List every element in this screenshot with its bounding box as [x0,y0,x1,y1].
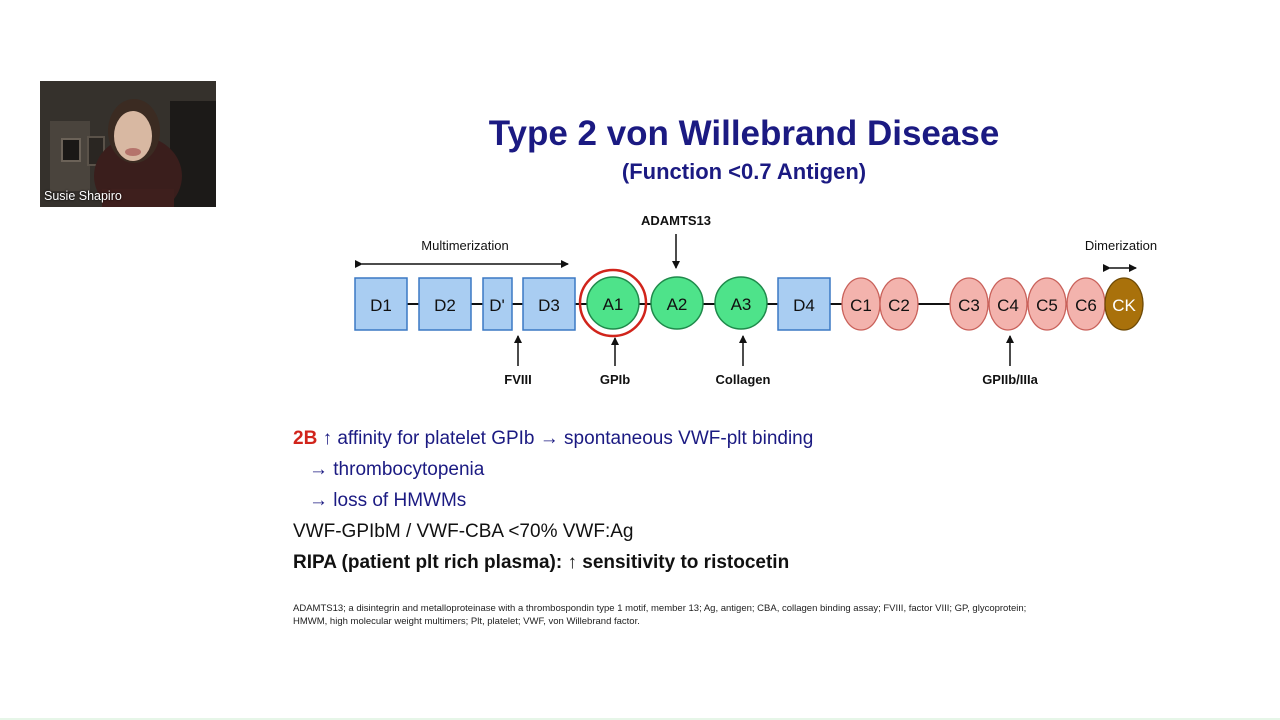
domain-c6-label: C6 [1075,296,1097,315]
domain-a1-label: A1 [603,295,624,314]
domain-a2-label: A2 [667,295,688,314]
adamts13-label: ADAMTS13 [641,213,711,228]
domain-c4-label: C4 [997,296,1019,315]
participant-video-feed [40,81,216,207]
bullet-2b-text: ↑ affinity for platelet GPIb → spontaneo… [322,428,814,449]
multimerization-label: Multimerization [421,238,508,253]
domain-d-prime-label: D' [489,296,505,315]
domain-d1 [354,277,408,331]
slide-subtitle: (Function <0.7 Antigen) [621,159,867,184]
domain-a3 [714,276,768,330]
gpib-label: GPIb [600,372,630,387]
bullet-vwf-ratio: VWF-GPIbM / VWF-CBA <70% VWF:Ag [293,521,634,542]
bottom-edge-bar [0,718,1280,720]
domain-c5-label: C5 [1036,296,1058,315]
domain-c3-label: C3 [958,296,980,315]
domain-d2-label: D2 [434,296,456,315]
domain-d4-label: D4 [793,296,815,315]
domain-c5 [1027,277,1067,331]
domain-d3-label: D3 [538,296,560,315]
domain-c1-label: C1 [850,296,872,315]
fviii-label: FVIII [504,372,531,387]
slide-footnote: ADAMTS13; a disintegrin and metalloprote… [293,602,1113,628]
domain-ck-label: CK [1112,296,1136,315]
collagen-label: Collagen [716,372,771,387]
vwf-domain-diagram: Multimerization Dimerization ADAMTS13 D1… [354,213,1157,387]
footnote-line-1: ADAMTS13; a disintegrin and metalloprote… [293,603,1027,614]
domain-a1 [586,276,640,330]
domain-c4 [988,277,1028,331]
dimerization-label: Dimerization [1085,238,1157,253]
gpiib-label: GPIIb/IIIa [982,372,1038,387]
bullet-2b: 2B ↑ affinity for platelet GPIb → sponta… [293,428,813,450]
slide-title: Type 2 von Willebrand Disease [488,114,1000,153]
domain-c2-label: C2 [888,296,910,315]
footnote-line-2: HMWM, high molecular weight multimers; P… [293,616,640,627]
participant-video-tile[interactable]: Susie Shapiro [40,81,216,207]
domain-d2 [418,277,472,331]
a1-highlight-ring [578,268,648,338]
domain-c3 [949,277,989,331]
domain-d3 [522,277,576,331]
domain-a3-label: A3 [731,295,752,314]
domain-d4 [777,277,831,331]
bullet-thrombocytopenia: → thrombocytopenia [309,459,485,480]
participant-name-label: Susie Shapiro [44,189,122,203]
bullet-loss-hmwms: → loss of HMWMs [309,490,467,511]
domain-d1-label: D1 [370,296,392,315]
domain-d-prime [482,277,513,331]
bullet-2b-prefix: 2B [293,428,318,449]
domain-ck [1104,277,1144,331]
domain-a2 [650,276,704,330]
domain-c2 [879,277,919,331]
bullet-ripa: RIPA (patient plt rich plasma): ↑ sensit… [293,552,790,573]
